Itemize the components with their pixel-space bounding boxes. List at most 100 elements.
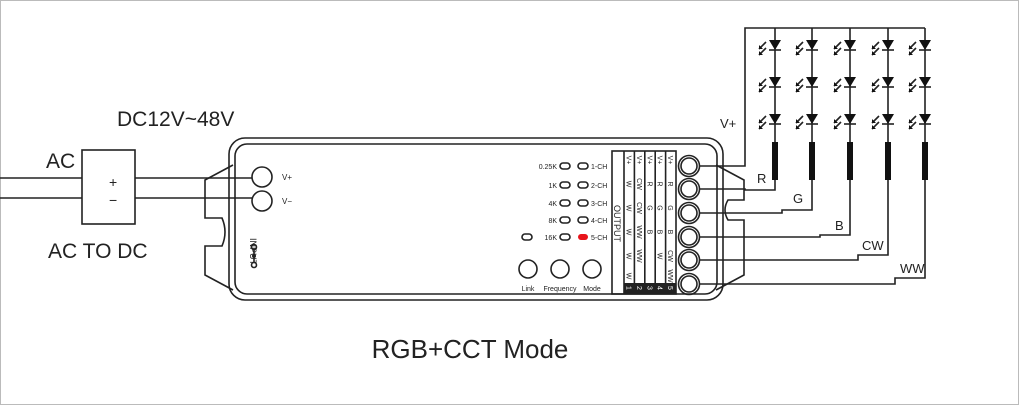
channel-wire [700, 180, 851, 238]
output-cell: V+ [645, 156, 652, 165]
button-label: Frequency [543, 286, 577, 293]
channel-label: 2-CH [591, 183, 607, 190]
frequency-indicator [559, 233, 571, 241]
output-column-number: 4 [656, 286, 663, 290]
resistor [809, 142, 815, 180]
frequency-label: 0.25K [539, 164, 558, 171]
frequency-label: 8K [548, 218, 557, 225]
led-icon [908, 77, 931, 93]
mode-button[interactable] [582, 259, 602, 279]
output-terminal [677, 272, 701, 296]
output-terminal [677, 201, 701, 225]
resistor [922, 142, 928, 180]
input-label: INPUT [248, 238, 258, 266]
output-terminal [677, 248, 701, 272]
output-column-number: 5 [666, 286, 673, 290]
led-icon [871, 114, 894, 130]
led-icon [758, 114, 781, 130]
output-cell: G [666, 205, 673, 210]
led-icon [833, 77, 856, 93]
output-cell: G [645, 205, 652, 210]
plus-sign: + [109, 174, 117, 190]
channel-wire [700, 180, 776, 191]
adapter-label: AC TO DC [48, 240, 148, 263]
output-column-number: 2 [635, 286, 642, 290]
output-cell: CW [635, 202, 642, 214]
frequency-label: 16K [545, 235, 558, 242]
output-cell: CW [635, 178, 642, 190]
output-number-bar [624, 283, 676, 294]
led-icon [795, 40, 818, 56]
wire-label: G [793, 191, 803, 206]
output-cell: W [625, 205, 632, 212]
ac-label: AC [46, 150, 75, 173]
input-terminal-v-plus [251, 166, 273, 188]
channel-label: 4-CH [591, 218, 607, 225]
output-cell: W [625, 229, 632, 236]
led-icon [871, 77, 894, 93]
channel-indicator [577, 181, 589, 189]
output-cell: R [666, 181, 673, 186]
wire-label: B [835, 218, 844, 233]
frequency-indicator [559, 162, 571, 170]
output-cell: CW [666, 250, 673, 262]
output-cell: WW [635, 249, 642, 263]
output-cell: V+ [625, 156, 632, 165]
output-cell: W [625, 253, 632, 260]
output-column-number: 3 [645, 286, 652, 290]
ac-dc-adapter: + − AC TO DC [48, 149, 148, 263]
output-cell: V+ [656, 156, 663, 165]
ac-input: AC [0, 150, 82, 199]
output-cell: V+ [666, 156, 673, 165]
wire-label: R [757, 171, 766, 186]
channel-wire [700, 180, 926, 285]
led-icon [871, 40, 894, 56]
channel-label: 1-CH [591, 164, 607, 171]
led-icon [833, 40, 856, 56]
v-plus-wire [700, 27, 925, 167]
channel-indicator [577, 162, 589, 170]
channel-wire [700, 180, 889, 261]
controller: V+ V− INPUT 0.25K 1-CH 1K 2-CH 4K 3-CH 8K 4-CH 1… [204, 137, 745, 301]
wire-label: CW [862, 238, 884, 253]
button-label: Mode [583, 286, 601, 293]
output-cell: B [645, 230, 652, 235]
channel-indicator [577, 199, 589, 207]
frequency-button[interactable] [550, 259, 570, 279]
led-icon [795, 77, 818, 93]
frequency-label: 1K [548, 183, 557, 190]
channel-indicator [578, 234, 588, 240]
led-icon [758, 40, 781, 56]
led-icon [758, 77, 781, 93]
output-cell: WW [635, 225, 642, 239]
led-icon [908, 114, 931, 130]
channel-wire [700, 180, 813, 214]
mode-title: RGB+CCT Mode [372, 334, 569, 364]
minus-sign: − [109, 192, 117, 208]
output-cell: B [666, 230, 673, 235]
link-button[interactable] [518, 259, 538, 279]
output-cell: R [645, 181, 652, 186]
button-label: Link [522, 286, 535, 293]
resistor [772, 142, 778, 180]
channel-indicator [577, 216, 589, 224]
output-cell: W [625, 181, 632, 188]
frequency-label: 4K [548, 201, 557, 208]
status-indicator [521, 233, 533, 241]
terminal-label: V+ [282, 173, 292, 182]
dc-voltage-label: DC12V~48V [117, 108, 234, 131]
resistor [847, 142, 853, 180]
output-terminal [677, 177, 701, 201]
channel-label: 5-CH [591, 235, 607, 242]
output-cell: G [656, 205, 663, 210]
output-label: OUTPUT [612, 205, 622, 243]
terminal-label: V− [282, 197, 292, 206]
output-cell: WW [666, 269, 673, 283]
output-cell: R [656, 181, 663, 186]
output-cell: V+ [635, 156, 642, 165]
frequency-indicator [559, 216, 571, 224]
channel-label: 3-CH [591, 201, 607, 208]
output-cell: B [656, 230, 663, 235]
polarity-icon [250, 243, 258, 269]
